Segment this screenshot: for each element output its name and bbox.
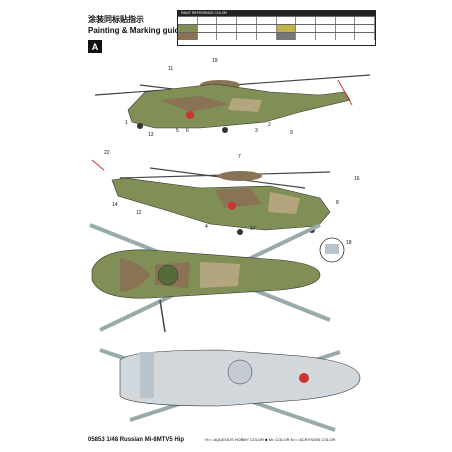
top-view [89, 223, 331, 333]
side-view-right [91, 159, 345, 263]
paint-reference-title: PAINT REFERENCE COLOR [178, 11, 375, 16]
callout-label: 12 [136, 210, 142, 216]
side-view-left [94, 74, 371, 133]
callout-label: 3 [255, 128, 258, 134]
callout-label: 5 [176, 128, 179, 134]
table-row [178, 24, 376, 32]
title-chinese: 涂装同标贴指示 [88, 15, 144, 24]
callout-label: 2 [268, 122, 271, 128]
callout-label: 11 [168, 66, 174, 72]
callout-label: 4 [205, 224, 208, 230]
callout-label: 22 [104, 150, 110, 156]
table-row [178, 32, 376, 40]
callout-label: 6 [186, 128, 189, 134]
color-legend: H○○ AQUEOUS HOBBY COLOR ■ Mr. COLOR N○○ … [205, 437, 336, 442]
callout-label: 17 [250, 226, 256, 232]
callout-label: 1 [125, 120, 128, 126]
product-caption: 05853 1/48 Russian Mi-8MTV5 Hip [88, 437, 185, 443]
section-badge: A [88, 40, 102, 53]
table-row [178, 16, 376, 24]
callout-label: 8 [336, 200, 339, 206]
title-english: Painting & Marking guide [88, 26, 185, 35]
callout-label: 16 [354, 176, 360, 182]
callout-label: 13 [148, 132, 154, 138]
paint-reference-table: PAINT REFERENCE COLOR [177, 10, 376, 46]
callout-label: 14 [112, 202, 118, 208]
callout-label: 18 [346, 240, 352, 246]
callout-label: 7 [238, 154, 241, 160]
callout-label: 19 [212, 58, 218, 64]
callout-label: 9 [290, 130, 293, 136]
bottom-view [99, 348, 361, 432]
